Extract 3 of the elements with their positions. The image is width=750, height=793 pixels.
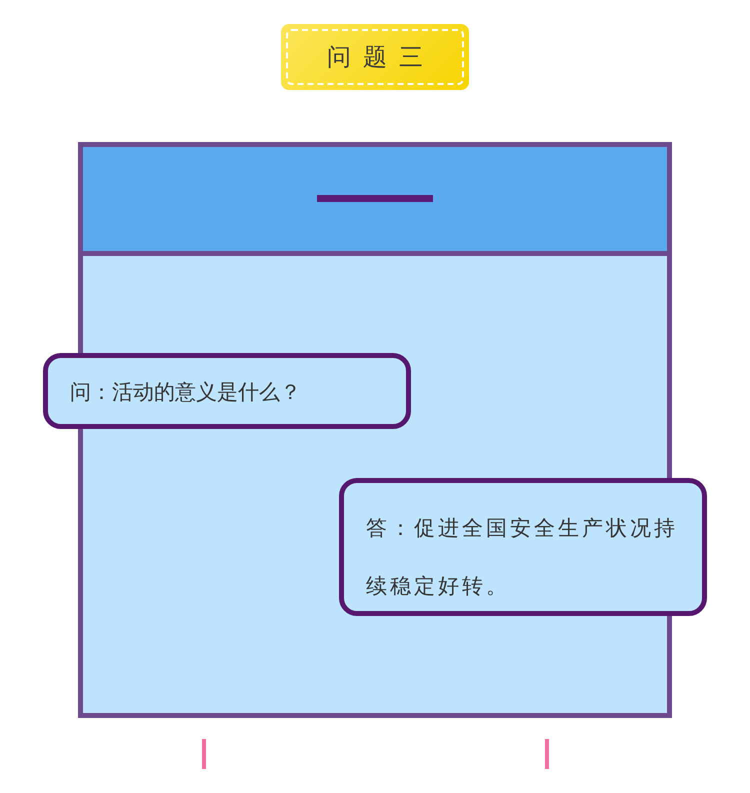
- title-badge: 问题三: [281, 24, 469, 90]
- answer-bubble: 答：促进全国安全生产状况持续稳定好转。: [339, 478, 707, 616]
- question-bubble: 问：活动的意义是什么？: [43, 353, 411, 429]
